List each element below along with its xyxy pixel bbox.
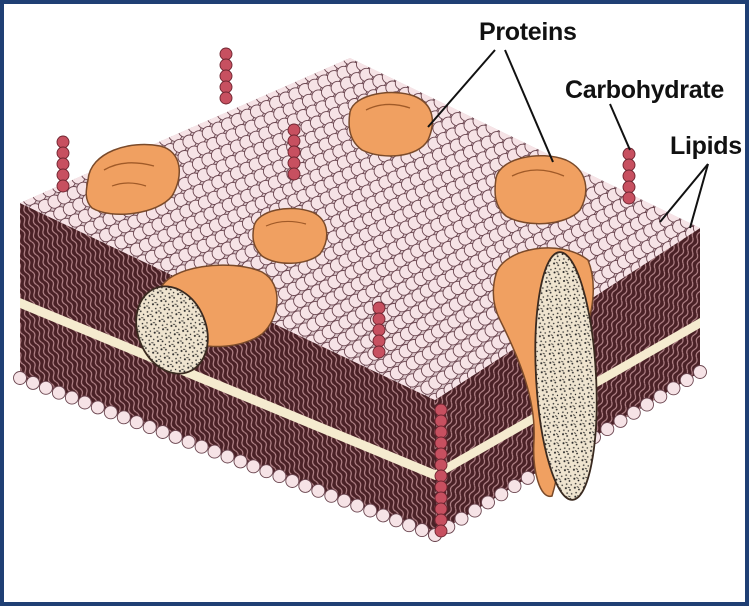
- pointer-carbohydrate: [610, 104, 630, 150]
- label-carbohydrate: Carbohydrate: [565, 76, 724, 105]
- protein-2: [349, 93, 432, 156]
- protein-3: [495, 156, 586, 224]
- protein-4: [253, 208, 327, 263]
- label-lipids: Lipids: [670, 132, 742, 161]
- label-proteins: Proteins: [479, 18, 577, 47]
